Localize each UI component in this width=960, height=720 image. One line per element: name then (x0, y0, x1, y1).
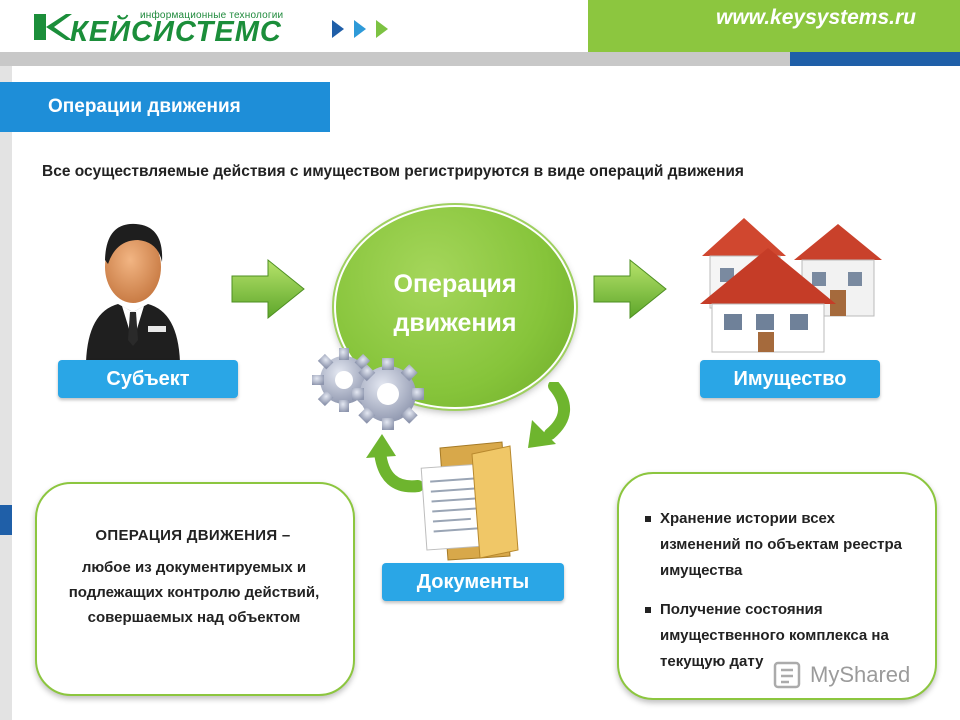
keysystems-logo-icon (34, 14, 72, 40)
left-rail-accent (0, 505, 12, 535)
logo-name: КЕЙСИСТЕМС (70, 16, 282, 48)
curved-arrow-up-icon (366, 434, 424, 493)
documents-label: Документы (382, 563, 564, 601)
operation-label-line1: Операция (393, 270, 517, 298)
slide-title: Операции движения (48, 96, 241, 117)
logo-tagline: информационные технологии (140, 10, 284, 21)
header-divider (0, 52, 960, 66)
person-icon (86, 223, 180, 362)
watermark-text: MyShared (810, 662, 911, 687)
arrow-right-icon (231, 258, 305, 320)
definition-title: ОПЕРАЦИЯ ДВИЖЕНИЯ – (95, 527, 291, 544)
subject-label: Субъект (58, 360, 238, 398)
gears-icon (312, 348, 424, 430)
triple-arrow-icon (332, 20, 388, 38)
site-url[interactable]: www.keysystems.ru (716, 6, 916, 29)
property-label: Имущество (700, 360, 880, 398)
definition-body: любое из документируемых и подлежащих ко… (68, 559, 320, 626)
benefit-item: Хранение истории всех изменений по объек… (660, 510, 903, 579)
arrow-right-icon (593, 258, 667, 320)
curved-arrow-down-icon (528, 382, 570, 448)
slide-title-bar (0, 82, 330, 132)
operation-label-line2: движения (393, 309, 517, 337)
header-blue-accent (790, 52, 960, 66)
bullet-icon (645, 607, 651, 613)
header-green-band (588, 0, 960, 52)
bullet-icon (645, 516, 651, 522)
benefit-item: Получение состояния имущественного компл… (660, 601, 889, 670)
left-rail (0, 66, 12, 720)
document-folder-icon (420, 441, 519, 561)
slide-subtitle: Все осуществляемые действия с имуществом… (42, 163, 744, 180)
houses-icon (700, 218, 882, 353)
definition-box (35, 482, 355, 696)
watermark-icon (773, 661, 801, 689)
